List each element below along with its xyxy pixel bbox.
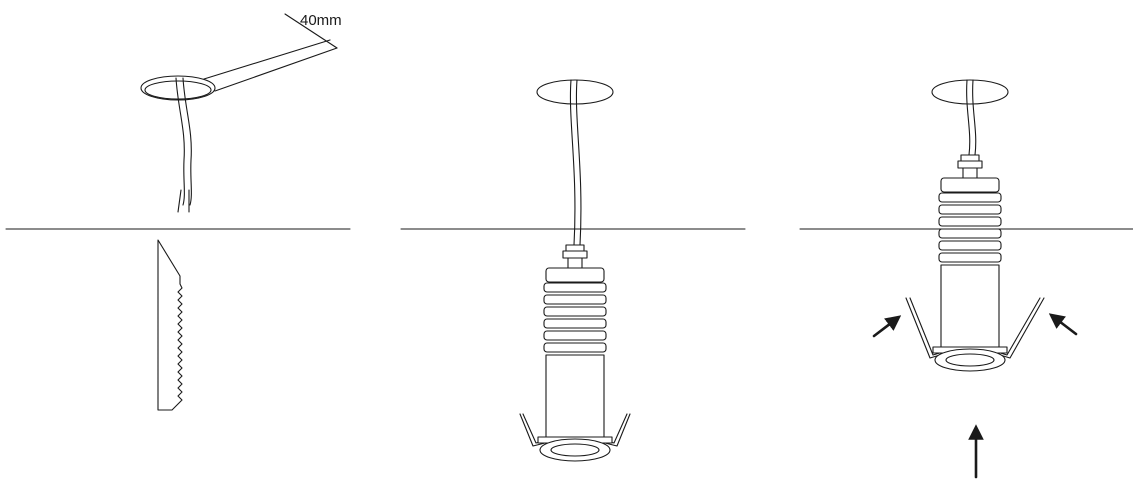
- arrow-push-clip-right: [1048, 313, 1078, 336]
- ceiling-hole: [536, 79, 614, 105]
- light-fixture: [932, 154, 1008, 372]
- dimension-arrow-line: [284, 13, 338, 49]
- spring-clip-left: [519, 413, 546, 447]
- step-1-cut-hole: 40mm: [5, 12, 351, 411]
- spring-clip-right: [604, 413, 631, 447]
- dimension-line-bottom: [214, 47, 338, 92]
- dimension-label: 40mm: [300, 12, 342, 29]
- step-3-insert-fixture: [799, 79, 1133, 479]
- cable: [966, 79, 971, 156]
- saw-blade: [157, 239, 183, 411]
- dimension-line-top: [203, 39, 331, 80]
- step-2-connect-fixture: [400, 79, 746, 462]
- wire-end: [177, 189, 182, 213]
- ceiling-hole: [931, 79, 1009, 105]
- cable: [569, 79, 576, 246]
- light-fixture: [537, 244, 613, 462]
- cable: [175, 77, 185, 206]
- arrow-push-clip-left: [872, 315, 902, 338]
